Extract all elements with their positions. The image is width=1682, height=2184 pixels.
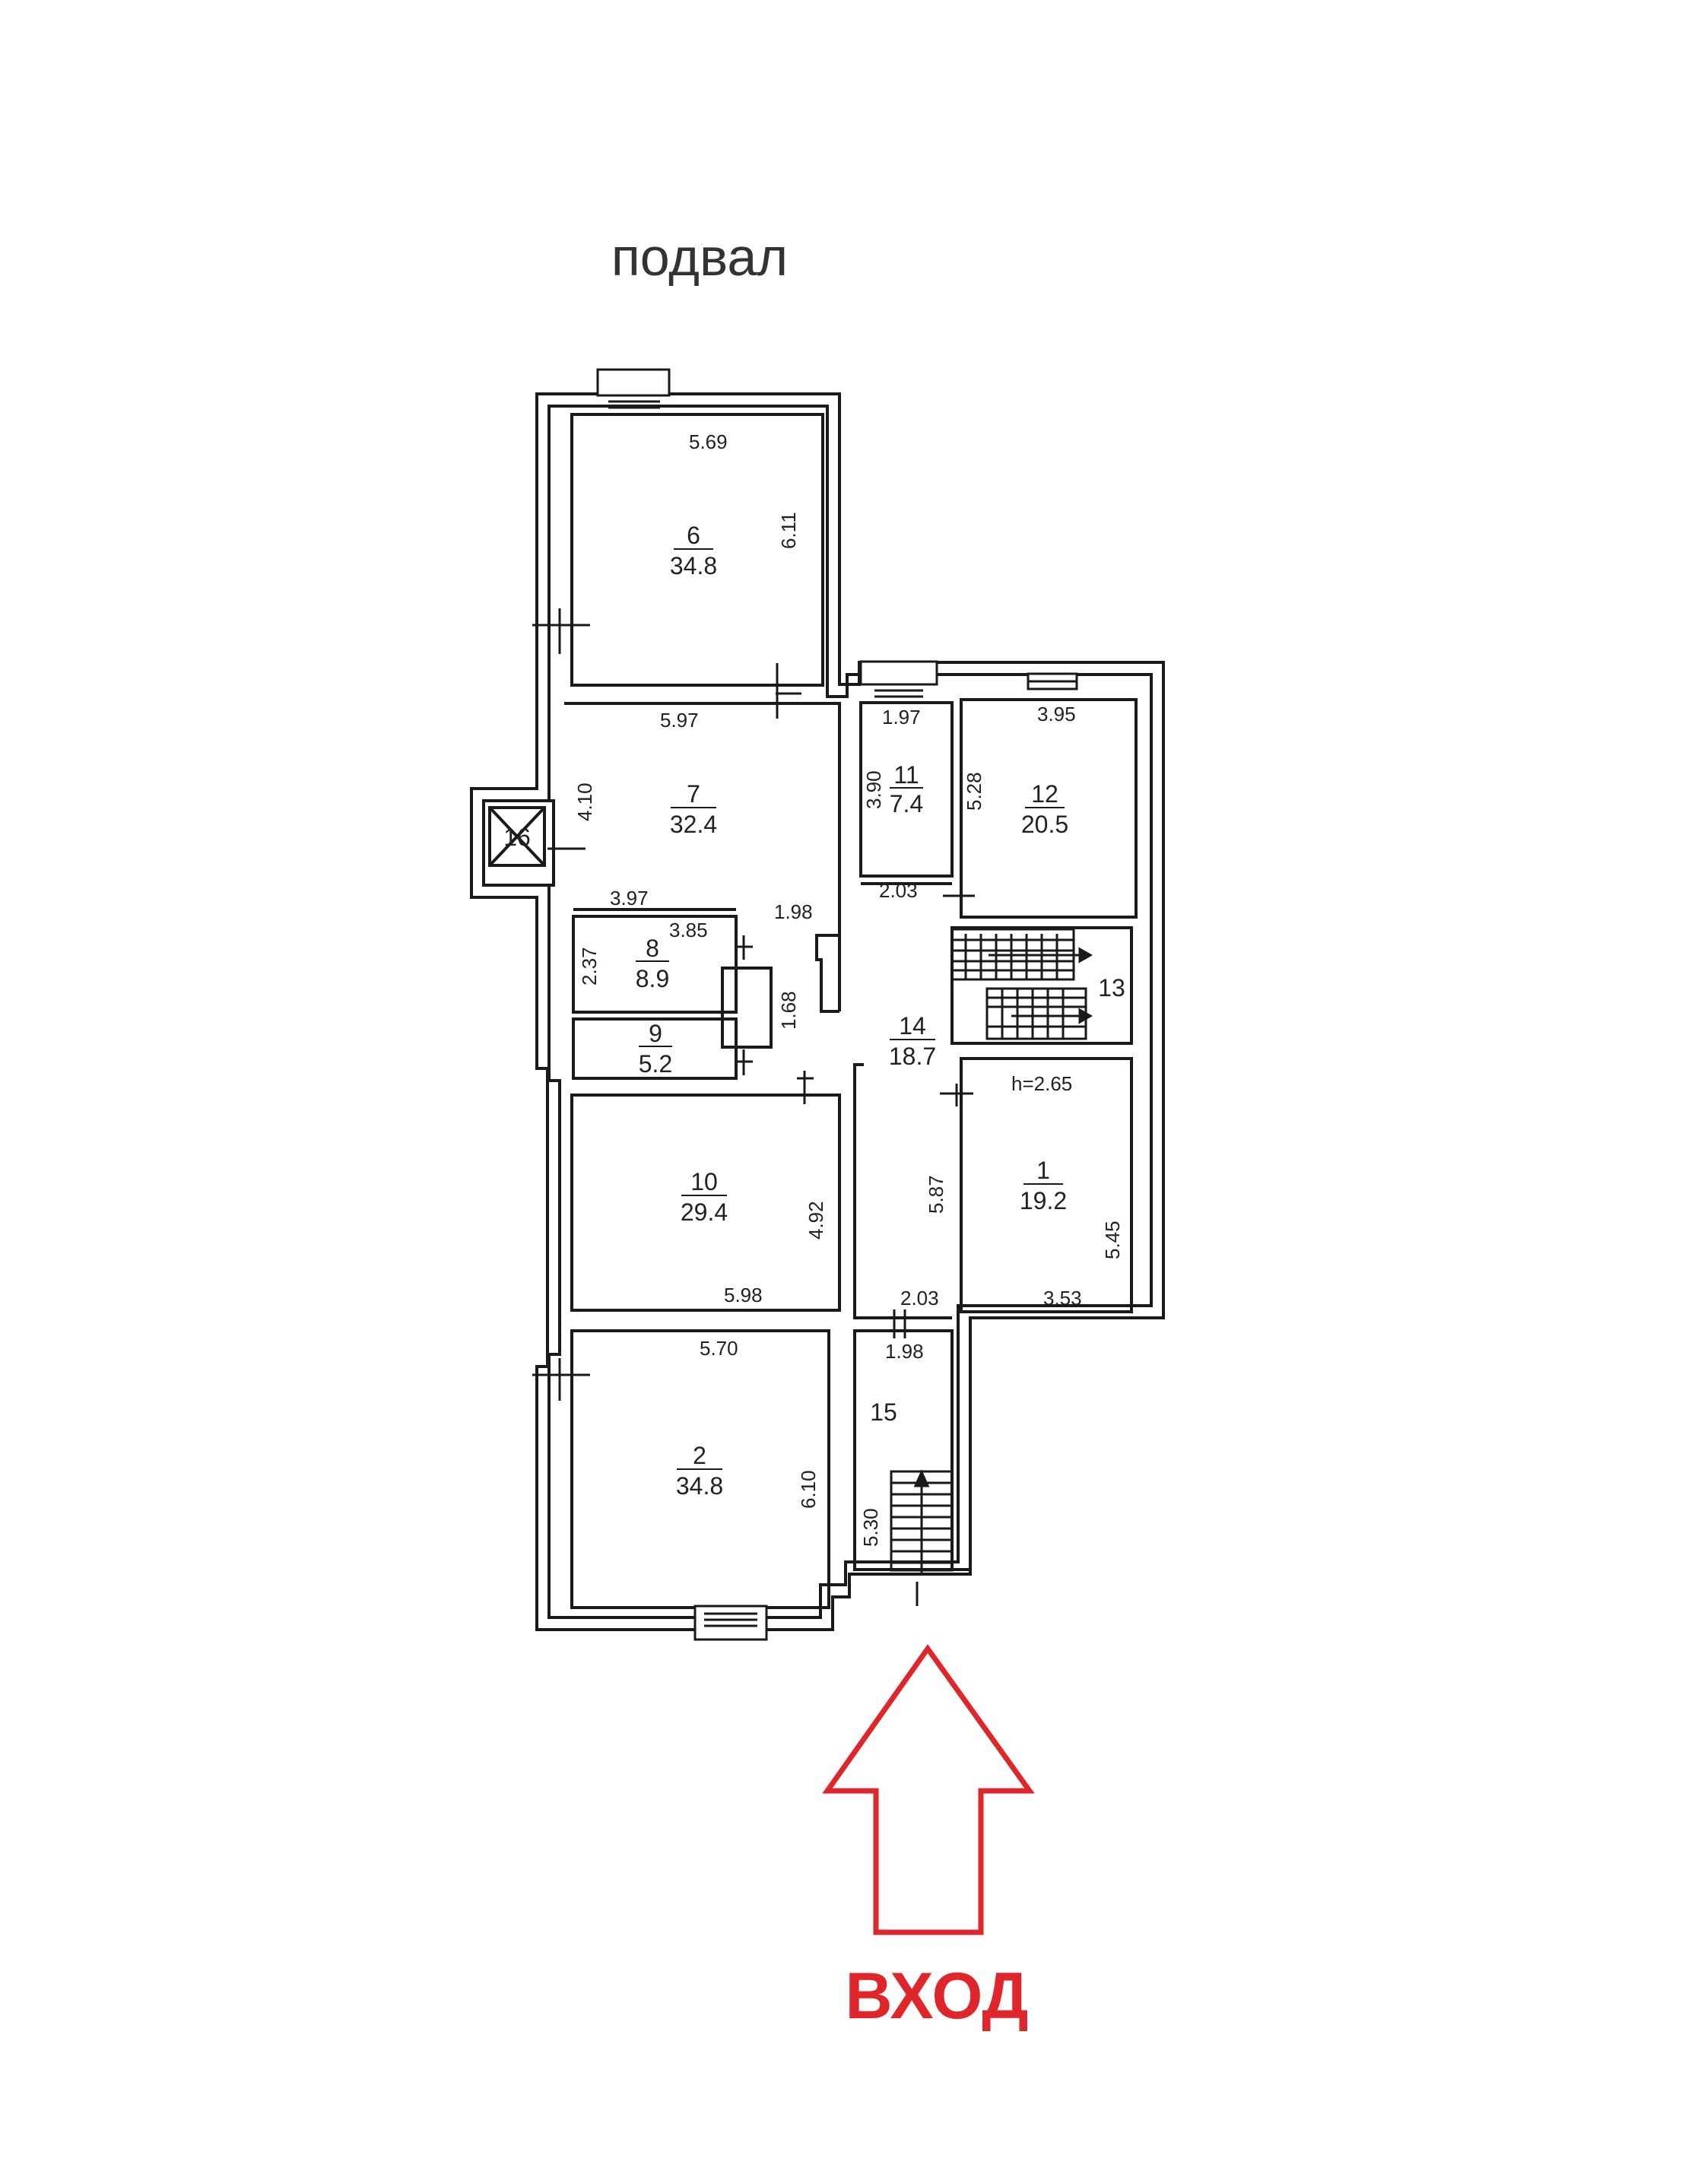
dim-r15-height: 5.30 [859, 1508, 882, 1547]
dim-hall-width-top: 2.03 [879, 879, 918, 902]
dim-r8-height: 2.37 [578, 947, 601, 986]
room-6-number: 6 [687, 522, 700, 549]
room-14-number: 14 [899, 1012, 926, 1040]
dimension-labels: 5.69 6.11 5.97 4.10 3.97 1.98 3.85 2.37 … [573, 430, 1124, 1547]
room-8-number: 8 [646, 935, 659, 962]
room-6-outline [570, 413, 824, 687]
dim-r12-height: 5.28 [963, 772, 985, 811]
dim-hall-height: 5.87 [925, 1175, 947, 1214]
room-16-number: 16 [503, 824, 531, 851]
room-11-area: 7.4 [890, 790, 923, 817]
room-12-area: 20.5 [1021, 811, 1068, 838]
hall-left-wall [853, 1063, 952, 1319]
dim-r6-height: 6.11 [777, 512, 800, 549]
room-2-number: 2 [693, 1442, 706, 1469]
door-marks [532, 608, 975, 1606]
room-1-area: 19.2 [1020, 1187, 1067, 1214]
room-15-number: 15 [870, 1398, 897, 1426]
dim-r6-width: 5.69 [689, 430, 728, 453]
dim-r7-width: 5.97 [660, 709, 699, 732]
window-top-r6 [596, 368, 671, 397]
windows [596, 368, 1078, 1641]
dim-r15-width: 1.98 [885, 1340, 924, 1363]
lift-cabin [488, 806, 546, 867]
dim-r2-height: 6.10 [797, 1470, 820, 1509]
room-11-outline [859, 701, 954, 878]
stairs-room-15 [890, 1469, 954, 1574]
stairs-room-13 [950, 928, 1093, 1040]
room-7-number: 7 [687, 780, 700, 808]
dim-r7-bottom: 3.97 [610, 887, 649, 909]
dim-r12-width: 3.95 [1037, 703, 1076, 725]
dim-shaft-height: 1.68 [777, 991, 800, 1030]
dim-r11-height: 3.90 [862, 770, 885, 809]
room-8-outline [572, 915, 738, 1014]
dim-r10-height: 4.92 [805, 1201, 827, 1240]
dim-r1-ceiling: h=2.65 [1011, 1072, 1072, 1095]
room-1-outline [960, 1057, 1133, 1313]
room-11-number: 11 [893, 761, 919, 789]
dim-r10-width: 5.98 [724, 1284, 763, 1306]
room-9-number: 9 [649, 1020, 662, 1047]
walls [470, 392, 1165, 1631]
room-7-outline [564, 702, 841, 1013]
dim-r2-width: 5.70 [700, 1337, 738, 1360]
dim-r8-width: 3.85 [669, 919, 708, 941]
room-14-area: 18.7 [889, 1043, 936, 1070]
plan-title: подвал [611, 227, 788, 287]
room-10-area: 29.4 [681, 1198, 728, 1226]
room-13-outline [950, 926, 1133, 1045]
dim-r1-width: 3.53 [1043, 1287, 1082, 1309]
entrance-arrow-icon [822, 1643, 1035, 1935]
entrance-label: ВХОД [846, 1960, 1029, 2033]
dim-hall-width-bottom: 2.03 [900, 1287, 939, 1309]
window-top-r11 [859, 660, 938, 686]
dim-r1-height: 5.45 [1101, 1221, 1124, 1259]
room-12-outline [960, 698, 1138, 919]
window-bottom-r2 [693, 1605, 768, 1641]
stair-arrow-3 [913, 1469, 930, 1487]
room-13-number: 13 [1098, 974, 1125, 1002]
stair-arrow-2 [1078, 1008, 1093, 1024]
shaft-outline [721, 967, 773, 1049]
outer-wall [470, 392, 1165, 1631]
room-9-outline [572, 1017, 738, 1080]
room-2-area: 34.8 [676, 1472, 723, 1500]
room-labels: 6 34.8 7 32.4 8 8.9 9 5.2 10 29.4 2 34.8… [503, 522, 1125, 1500]
dim-r11-width: 1.97 [882, 706, 921, 729]
room-8-area: 8.9 [636, 965, 669, 992]
room-9-area: 5.2 [639, 1050, 672, 1078]
room-1-number: 1 [1036, 1157, 1050, 1184]
dim-r7-height: 4.10 [573, 782, 596, 821]
room-10-number: 10 [690, 1168, 718, 1195]
stair-arrow-1 [1078, 947, 1093, 963]
room-7-area: 32.4 [670, 811, 717, 838]
room-10-outline [570, 1094, 841, 1312]
lift-cross-2 [488, 806, 546, 867]
room-12-number: 12 [1031, 780, 1058, 808]
dim-r7-side: 1.98 [774, 900, 813, 923]
room-6-area: 34.8 [670, 552, 717, 579]
